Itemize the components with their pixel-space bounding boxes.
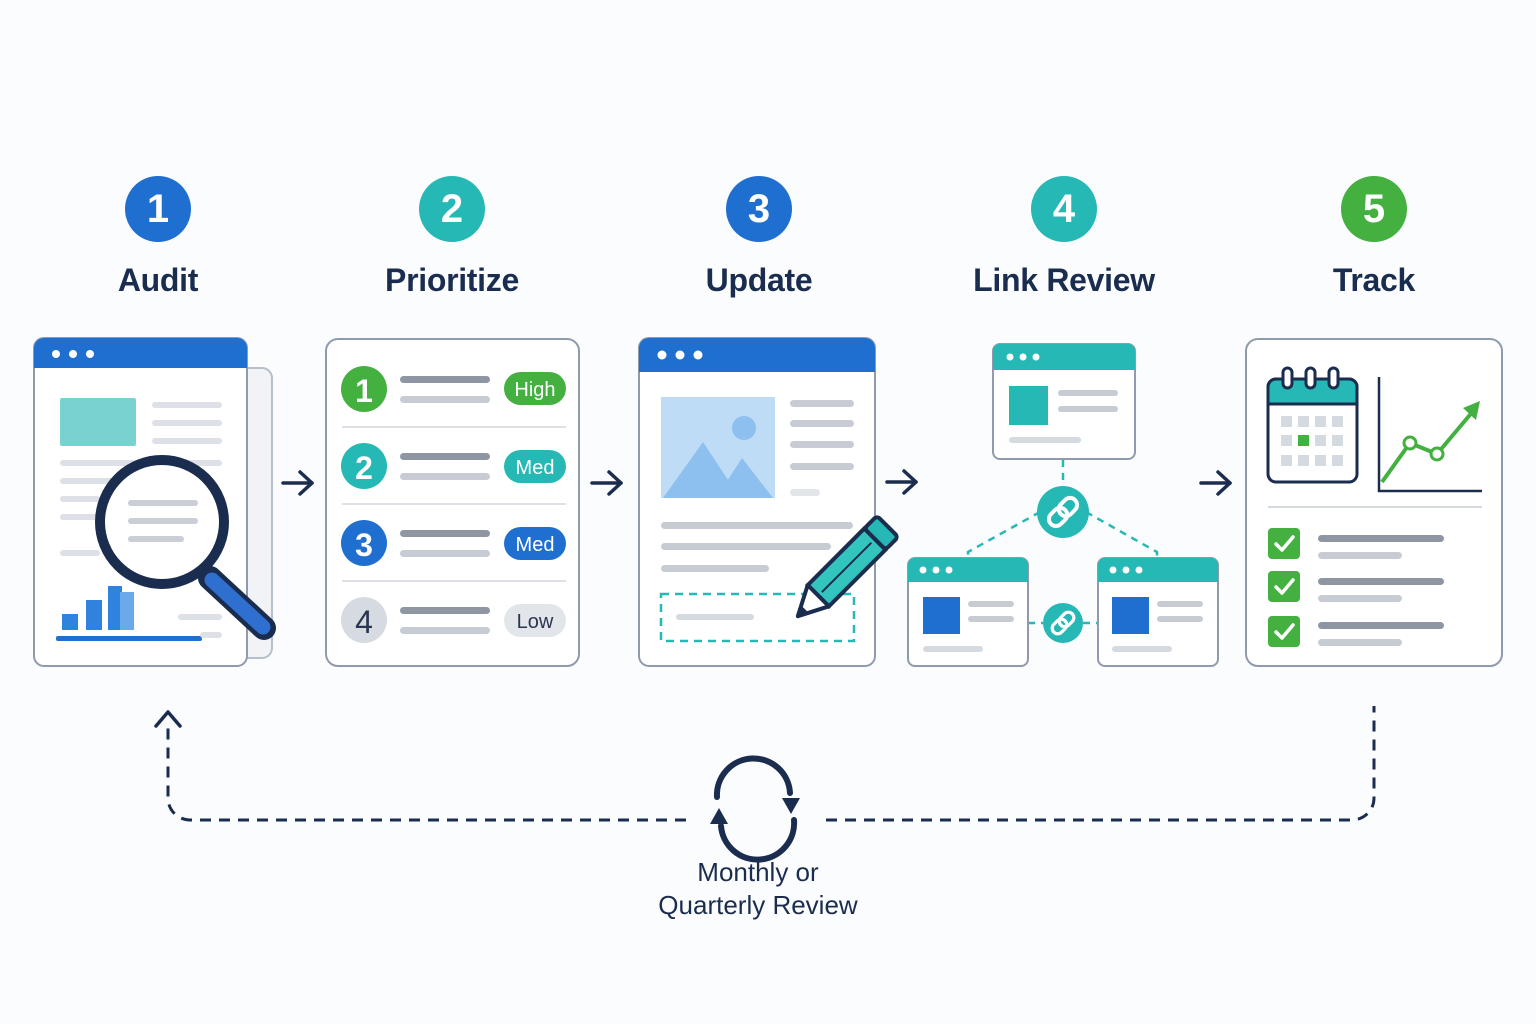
step-1-badge: 1: [125, 176, 191, 242]
priority-tag: Med: [516, 457, 555, 479]
step-4-title: Link Review: [973, 262, 1155, 298]
priority-number: 4: [355, 604, 373, 640]
checkbox-icon: [1268, 528, 1300, 559]
review-cadence-line-1: Monthly or: [697, 857, 819, 887]
step-3-header: 3 Update: [639, 176, 879, 299]
step-3-badge: 3: [726, 176, 792, 242]
review-cadence-label: Monthly or Quarterly Review: [608, 856, 908, 922]
link-review-panel: [907, 343, 1219, 667]
feedback-loop: [154, 706, 1376, 863]
step-2-header: 2 Prioritize: [332, 176, 572, 299]
link-icon: [1037, 486, 1089, 538]
track-panel: [1245, 338, 1503, 667]
priority-number: 2: [355, 450, 373, 486]
step-5-title: Track: [1332, 262, 1416, 298]
arrow-right-icon: [590, 470, 623, 496]
step-2-badge: 2: [419, 176, 485, 242]
step-1-header: 1 Audit: [38, 176, 278, 299]
prioritize-panel: 1 High 2 Med 3 Med 4: [325, 338, 580, 667]
pencil-icon: [795, 515, 899, 619]
review-cadence-line-2: Quarterly Review: [658, 890, 858, 920]
priority-row: 3 Med: [341, 520, 566, 566]
step-3-title: Update: [705, 262, 813, 298]
step-1-title: Audit: [117, 262, 199, 298]
priority-row: 4 Low: [341, 597, 566, 643]
priority-number: 1: [355, 373, 373, 409]
calendar-icon: [1266, 366, 1359, 484]
checkbox-icon: [1268, 571, 1300, 602]
priority-tag: Med: [516, 534, 555, 556]
arrow-right-icon: [885, 469, 918, 495]
priority-number: 3: [355, 527, 373, 563]
priority-tag: High: [514, 379, 555, 401]
arrow-right-icon: [1199, 470, 1232, 496]
refresh-cycle-icon: [710, 755, 800, 863]
bar-chart-icon: [56, 586, 202, 641]
audit-panel: [33, 337, 276, 667]
step-2-title: Prioritize: [385, 262, 519, 298]
image-icon: [661, 397, 775, 498]
step-4-badge: 4: [1031, 176, 1097, 242]
arrow-right-icon: [281, 470, 314, 496]
step-5-header: 5 Track: [1254, 176, 1494, 299]
checkbox-icon: [1268, 616, 1300, 647]
priority-row: 1 High: [341, 366, 566, 412]
link-icon: [1043, 603, 1083, 643]
step-4-header: 4 Link Review: [944, 176, 1184, 299]
magnifier-icon: [95, 455, 276, 640]
priority-row: 2 Med: [341, 443, 566, 489]
update-panel: [638, 337, 899, 667]
trend-chart-icon: [1377, 377, 1482, 493]
priority-tag: Low: [517, 611, 554, 633]
step-5-badge: 5: [1341, 176, 1407, 242]
